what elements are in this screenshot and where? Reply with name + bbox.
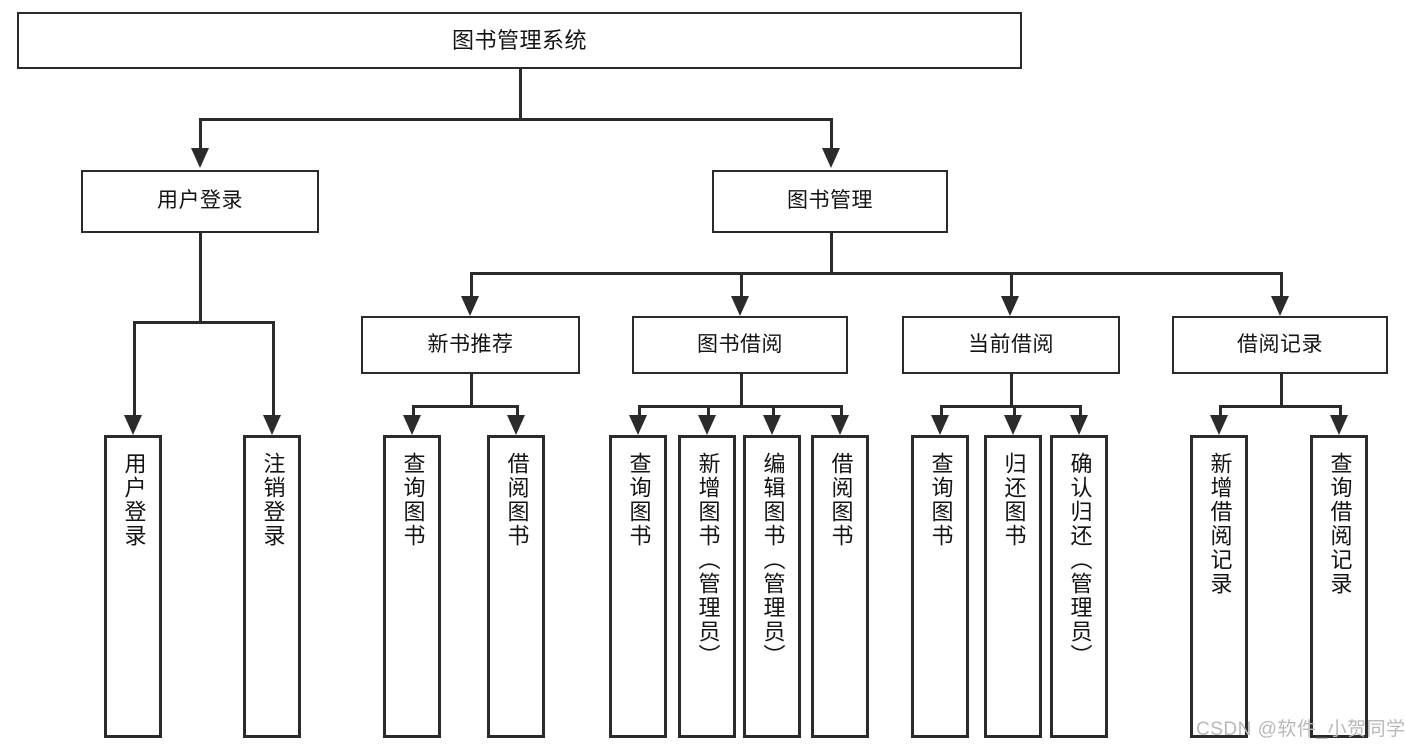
node-leaf-confirm-return[interactable]: 确认归还（管理员） (1050, 435, 1108, 738)
connector-root-bus (199, 118, 831, 121)
connector-br-bus (1219, 405, 1339, 408)
node-label: 确认归还（管理员） (1067, 452, 1093, 668)
connector-nbr-stem (470, 374, 473, 405)
arrow-bb-to-leaf-2 (698, 415, 716, 435)
arrow-bm-to-borrow-record (1271, 296, 1289, 316)
node-label: 借阅图书 (504, 452, 530, 548)
node-label: 新增图书（管理员） (695, 452, 721, 668)
connector-nbr-to-leaf-2 (516, 405, 519, 415)
arrow-cb-to-leaf-1 (931, 415, 949, 435)
arrow-nbr-to-leaf-2 (507, 415, 525, 435)
node-book-borrow[interactable]: 图书借阅 (632, 316, 848, 374)
node-user-login[interactable]: 用户登录 (81, 170, 319, 233)
connector-bm-to-current-borrow (1010, 272, 1013, 296)
node-label: 查询借阅记录 (1327, 452, 1353, 596)
node-label: 当前借阅 (968, 332, 1054, 356)
node-label: 借阅记录 (1237, 332, 1323, 356)
connector-bb-to-leaf-4 (840, 405, 843, 415)
connector-root-to-user-login (199, 118, 202, 148)
node-label: 用户登录 (121, 452, 147, 548)
connector-nbr-bus (412, 405, 516, 408)
node-label: 图书管理系统 (451, 27, 587, 53)
node-leaf-borrow-book-1[interactable]: 借阅图书 (487, 435, 545, 738)
connector-cb-to-leaf-3 (1079, 405, 1082, 415)
connector-root-to-book-manage (830, 118, 833, 148)
arrow-br-to-leaf-2 (1330, 415, 1348, 435)
node-book-manage[interactable]: 图书管理 (712, 170, 948, 233)
connector-root-stem (519, 69, 522, 118)
connector-bb-to-leaf-1 (638, 405, 641, 415)
node-current-borrow[interactable]: 当前借阅 (902, 316, 1120, 374)
connector-book-manage-bus (470, 272, 1280, 275)
arrow-bb-to-leaf-4 (831, 415, 849, 435)
connector-cb-bus (940, 405, 1079, 408)
connector-br-to-leaf-2 (1339, 405, 1342, 415)
node-leaf-query-book-3[interactable]: 查询图书 (911, 435, 969, 738)
node-leaf-return-book[interactable]: 归还图书 (984, 435, 1042, 738)
arrow-br-to-leaf-1 (1210, 415, 1228, 435)
node-new-book-recommend[interactable]: 新书推荐 (361, 316, 580, 374)
arrow-bm-to-current-borrow (1001, 296, 1019, 316)
node-borrow-record[interactable]: 借阅记录 (1172, 316, 1388, 374)
arrow-bm-to-book-borrow (731, 296, 749, 316)
connector-bb-to-leaf-2 (707, 405, 710, 415)
node-leaf-query-record[interactable]: 查询借阅记录 (1310, 435, 1368, 738)
connector-bm-to-borrow-record (1280, 272, 1283, 296)
node-label: 借阅图书 (828, 452, 854, 548)
node-leaf-user-login[interactable]: 用户登录 (104, 435, 162, 738)
node-label: 注销登录 (260, 452, 286, 548)
node-leaf-query-book-2[interactable]: 查询图书 (609, 435, 667, 738)
node-label: 图书管理 (787, 189, 873, 213)
node-label: 用户登录 (157, 189, 243, 213)
node-root[interactable]: 图书管理系统 (17, 12, 1022, 69)
connector-nbr-to-leaf-1 (412, 405, 415, 415)
connector-cb-to-leaf-1 (940, 405, 943, 415)
arrow-bb-to-leaf-3 (763, 415, 781, 435)
node-label: 新增借阅记录 (1207, 452, 1233, 596)
connector-user-login-stem (199, 233, 202, 321)
node-leaf-edit-book[interactable]: 编辑图书（管理员） (743, 435, 801, 738)
node-label: 新书推荐 (427, 332, 514, 356)
arrow-nbr-to-leaf-1 (403, 415, 421, 435)
connector-book-manage-stem (830, 233, 833, 272)
arrow-user-login-to-leaf-2 (263, 415, 281, 435)
arrow-root-to-book-manage (822, 148, 840, 168)
arrow-cb-to-leaf-3 (1070, 415, 1088, 435)
arrow-bm-to-new-book (461, 296, 479, 316)
node-leaf-logout[interactable]: 注销登录 (243, 435, 301, 738)
connector-bm-to-new-book (470, 272, 473, 296)
connector-user-login-to-leaf-2 (272, 321, 275, 415)
arrow-user-login-to-leaf-1 (124, 415, 142, 435)
arrow-root-to-user-login (191, 148, 209, 168)
node-label: 归还图书 (1001, 452, 1027, 548)
node-leaf-query-book-1[interactable]: 查询图书 (383, 435, 441, 738)
connector-cb-stem (1010, 374, 1013, 405)
arrow-bb-to-leaf-1 (629, 415, 647, 435)
node-label: 查询图书 (400, 452, 426, 548)
node-label: 查询图书 (626, 452, 652, 548)
connector-bb-stem (740, 374, 743, 405)
connector-cb-to-leaf-2 (1013, 405, 1016, 415)
connector-user-login-to-leaf-1 (133, 321, 136, 415)
connector-bm-to-book-borrow (740, 272, 743, 296)
node-leaf-add-record[interactable]: 新增借阅记录 (1190, 435, 1248, 738)
node-label: 编辑图书（管理员） (760, 452, 786, 668)
node-label: 图书借阅 (697, 332, 783, 356)
connector-bb-to-leaf-3 (772, 405, 775, 415)
node-leaf-add-book[interactable]: 新增图书（管理员） (678, 435, 736, 738)
connector-br-to-leaf-1 (1219, 405, 1222, 415)
csdn-watermark: CSDN @软件_小贺同学 (1196, 719, 1405, 740)
connector-user-login-bus (133, 321, 272, 324)
node-label: 查询图书 (928, 452, 954, 548)
arrow-cb-to-leaf-2 (1004, 415, 1022, 435)
connector-bb-bus (638, 405, 840, 408)
connector-br-stem (1280, 374, 1283, 405)
node-leaf-borrow-book-2[interactable]: 借阅图书 (811, 435, 869, 738)
